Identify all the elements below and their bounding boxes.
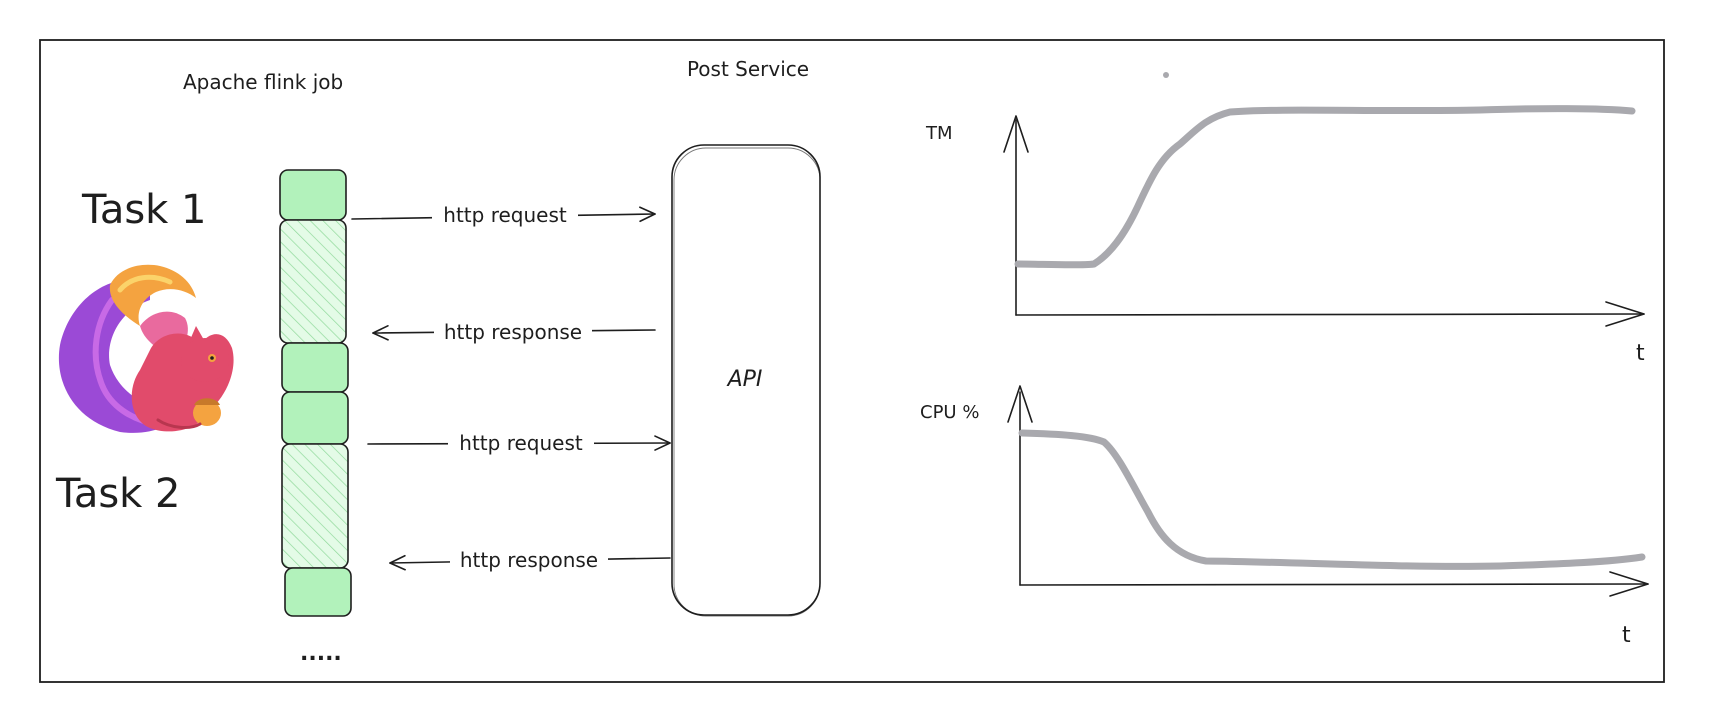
task-2-wait-block: [281, 443, 349, 569]
apache-flink-squirrel-logo: [58, 264, 234, 433]
task-2-end-block: [284, 567, 352, 617]
cpu-chart: CPU % t: [920, 385, 1649, 648]
task-1-wait-block: [279, 219, 347, 344]
task-column: [279, 169, 352, 617]
tm-chart-xlabel: t: [1636, 341, 1645, 366]
stray-dot: [1163, 72, 1169, 78]
diagram-frame: [39, 39, 1665, 683]
request-2-label-bg: [448, 429, 594, 457]
cpu-chart-x-arrowhead: [1609, 571, 1649, 597]
flink-job-title: Apache flink job: [183, 70, 343, 94]
task-2-label: Task 2: [55, 471, 181, 517]
cpu-chart-xlabel: t: [1622, 623, 1631, 648]
tm-chart-x-arrowhead: [1605, 301, 1645, 327]
tm-usage-curve: [1014, 105, 1636, 269]
task-1-start-block: [279, 169, 347, 221]
task-1-end-block: [281, 342, 349, 393]
task-2-start-block: [281, 391, 349, 445]
tm-chart: TM t: [925, 105, 1645, 366]
response-1-label-bg: [434, 318, 592, 346]
request-2-label: http request: [459, 431, 583, 455]
task-1-label: Task 1: [81, 187, 207, 233]
request-1-label-bg: [432, 200, 578, 228]
tm-chart-y-arrowhead: [1003, 115, 1029, 153]
cpu-chart-y-arrowhead: [1007, 385, 1033, 423]
response-2-label-bg: [450, 546, 608, 574]
response-1-label: http response: [444, 320, 582, 344]
cpu-usage-curve: [1018, 429, 1646, 570]
post-service-title: Post Service: [687, 57, 809, 81]
cpu-chart-x-axis: [1019, 583, 1649, 586]
task-ellipsis: .....: [300, 641, 342, 666]
request-1-label: http request: [443, 203, 567, 227]
tm-chart-x-axis: [1015, 313, 1645, 316]
response-2-label: http response: [460, 548, 598, 572]
tm-chart-ylabel: TM: [925, 123, 953, 144]
api-label: API: [726, 367, 763, 392]
cpu-chart-ylabel: CPU %: [920, 402, 979, 423]
